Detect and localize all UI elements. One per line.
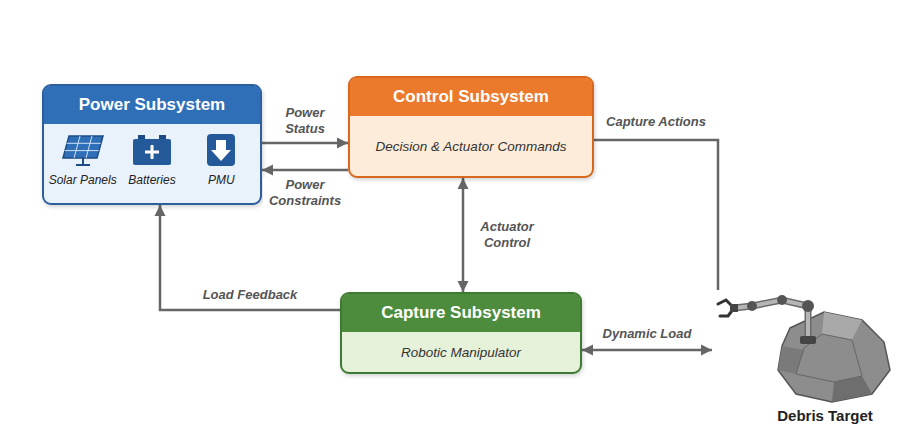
box-title: Power Subsystem bbox=[44, 86, 260, 124]
connector-label: Dynamic Load bbox=[601, 326, 694, 342]
connector-label: Capture Actions bbox=[604, 114, 708, 130]
connector-arrow bbox=[462, 178, 465, 292]
debris-target: Debris Target bbox=[712, 290, 908, 430]
target-label: Debris Target bbox=[742, 407, 908, 424]
icon-caption: Batteries bbox=[128, 173, 175, 187]
debris-illustration bbox=[712, 290, 908, 405]
capture-box: Capture SubsystemRobotic Manipulator bbox=[340, 292, 582, 374]
pmu-icon bbox=[199, 132, 243, 168]
icon-column: Solar Panels bbox=[48, 132, 117, 195]
icon-caption: PMU bbox=[208, 173, 235, 187]
connector-arrow bbox=[582, 349, 712, 352]
connector-arrow bbox=[160, 205, 340, 310]
connector-label: Power Status bbox=[268, 105, 342, 136]
icon-column: Batteries bbox=[117, 132, 186, 195]
box-title: Control Subsystem bbox=[350, 78, 592, 116]
solar-panel-icon bbox=[61, 132, 105, 168]
connector-label: Load Feedback bbox=[201, 287, 300, 303]
box-title: Capture Subsystem bbox=[342, 294, 580, 332]
connector-arrow bbox=[262, 169, 348, 172]
power-box: Power SubsystemSolar Panels Batteries PMU bbox=[42, 84, 262, 205]
icon-row: Solar Panels Batteries PMU bbox=[44, 124, 260, 203]
box-subtitle: Decision & Actuator Commands bbox=[350, 116, 592, 176]
battery-icon bbox=[130, 132, 174, 168]
connector-label: Power Constraints bbox=[263, 177, 347, 208]
control-box: Control SubsystemDecision & Actuator Com… bbox=[348, 76, 594, 178]
connector-arrow bbox=[262, 142, 348, 145]
connector-label: Actuator Control bbox=[469, 219, 545, 250]
box-subtitle: Robotic Manipulator bbox=[342, 332, 580, 372]
icon-caption: Solar Panels bbox=[49, 173, 117, 187]
connector-arrow bbox=[594, 140, 718, 290]
icon-column: PMU bbox=[187, 132, 256, 195]
